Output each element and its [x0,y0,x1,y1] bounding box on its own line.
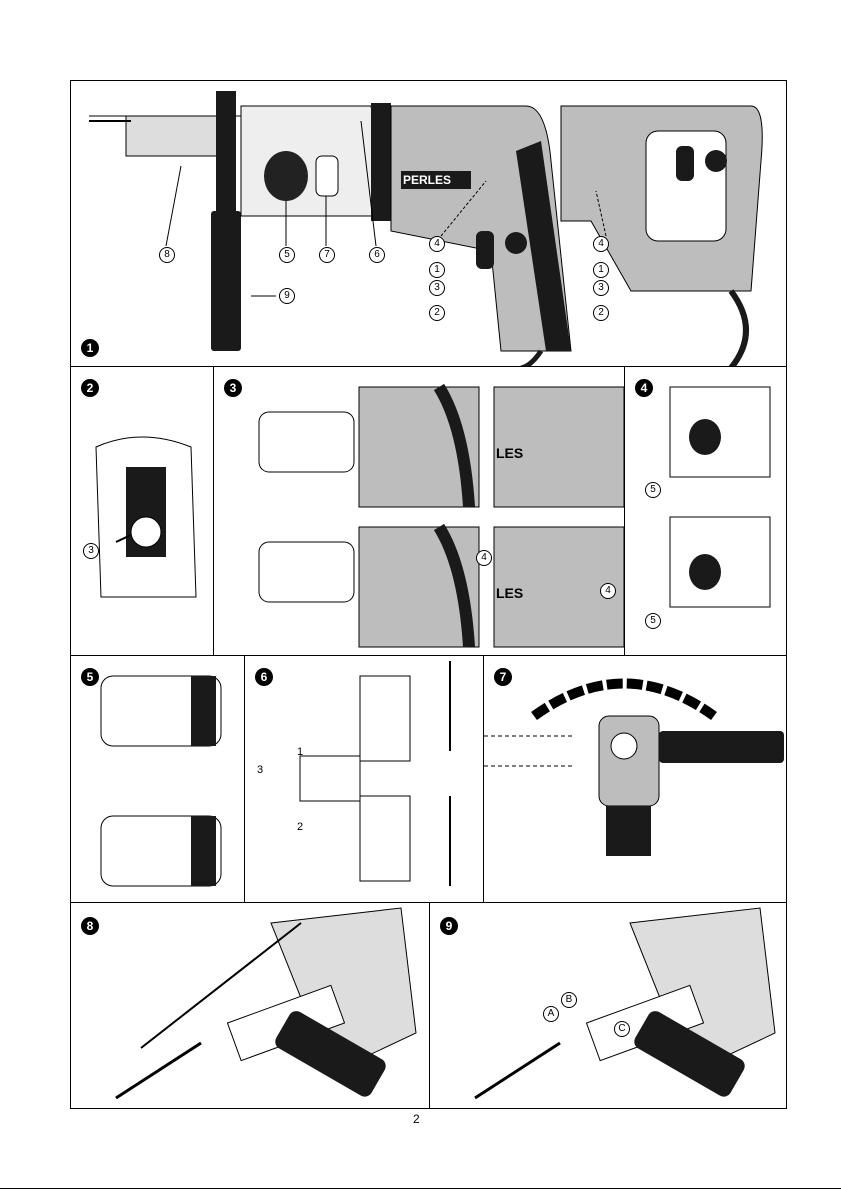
function-switch-illustration [71,656,245,903]
callout-9: 9 [279,288,295,304]
figure-9-number: 9 [440,917,458,935]
callout-5: 5 [279,247,295,263]
aux-handle-rotation-illustration [484,656,787,903]
figure-6-number: 6 [255,668,273,686]
callout-3b: 3 [593,280,609,296]
figure-6-panel: 1 2 3 6 [244,655,484,903]
chuck-change-illustration [430,903,787,1109]
callout-1b: 1 [593,262,609,278]
callout-4: 4 [429,236,445,252]
chuck-label-3: 3 [257,764,263,776]
callout-2b: 2 [593,305,609,321]
callout-8: 8 [159,247,175,263]
callout-3: 3 [83,543,99,559]
chuck-label-2: 2 [297,821,303,833]
callout-7: 7 [319,247,335,263]
chuck-key-illustration [245,656,484,903]
figure-3-number: 3 [224,379,242,397]
figure-9-panel: A B C 9 [429,902,787,1109]
callout-2: 2 [429,305,445,321]
figure-1-panel: 8 5 7 6 4 1 3 2 9 4 1 3 2 PERLES 1 [70,80,787,367]
figure-4-number: 4 [635,379,653,397]
switch-detail-illustration [71,367,214,656]
figure-7-number: 7 [494,668,512,686]
figure-3-panel: LES LES 4 4 3 [213,366,625,656]
callout-3: 3 [429,280,445,296]
figure-4-panel: 5 5 4 [624,366,787,656]
page-number: 2 [413,1112,420,1126]
brand-logo: PERLES [403,173,451,187]
bottom-rule [0,1188,841,1189]
callout-5b: 5 [645,613,661,629]
mode-selector-illustration [214,367,625,656]
callout-4b: 4 [600,583,616,599]
label-b: B [561,992,577,1008]
label-a: A [543,1006,559,1022]
label-c: C [614,1021,630,1037]
brand-short-top: LES [496,445,523,461]
depth-stop-illustration [71,903,430,1109]
callout-4b: 4 [593,236,609,252]
drill-overview-illustration [71,81,787,367]
figure-7-panel: 7 [483,655,787,903]
figure-5-number: 5 [81,668,99,686]
brand-short-bottom: LES [496,585,523,601]
callout-1: 1 [429,262,445,278]
figure-1-number: 1 [81,339,99,357]
figure-2-number: 2 [81,379,99,397]
callout-5: 5 [645,482,661,498]
chuck-label-1: 1 [297,746,303,758]
callout-6: 6 [369,247,385,263]
callout-4: 4 [476,550,492,566]
figure-8-number: 8 [81,917,99,935]
figure-5-panel: 5 [70,655,245,903]
figure-2-panel: 3 2 [70,366,214,656]
figure-8-panel: 8 [70,902,430,1109]
